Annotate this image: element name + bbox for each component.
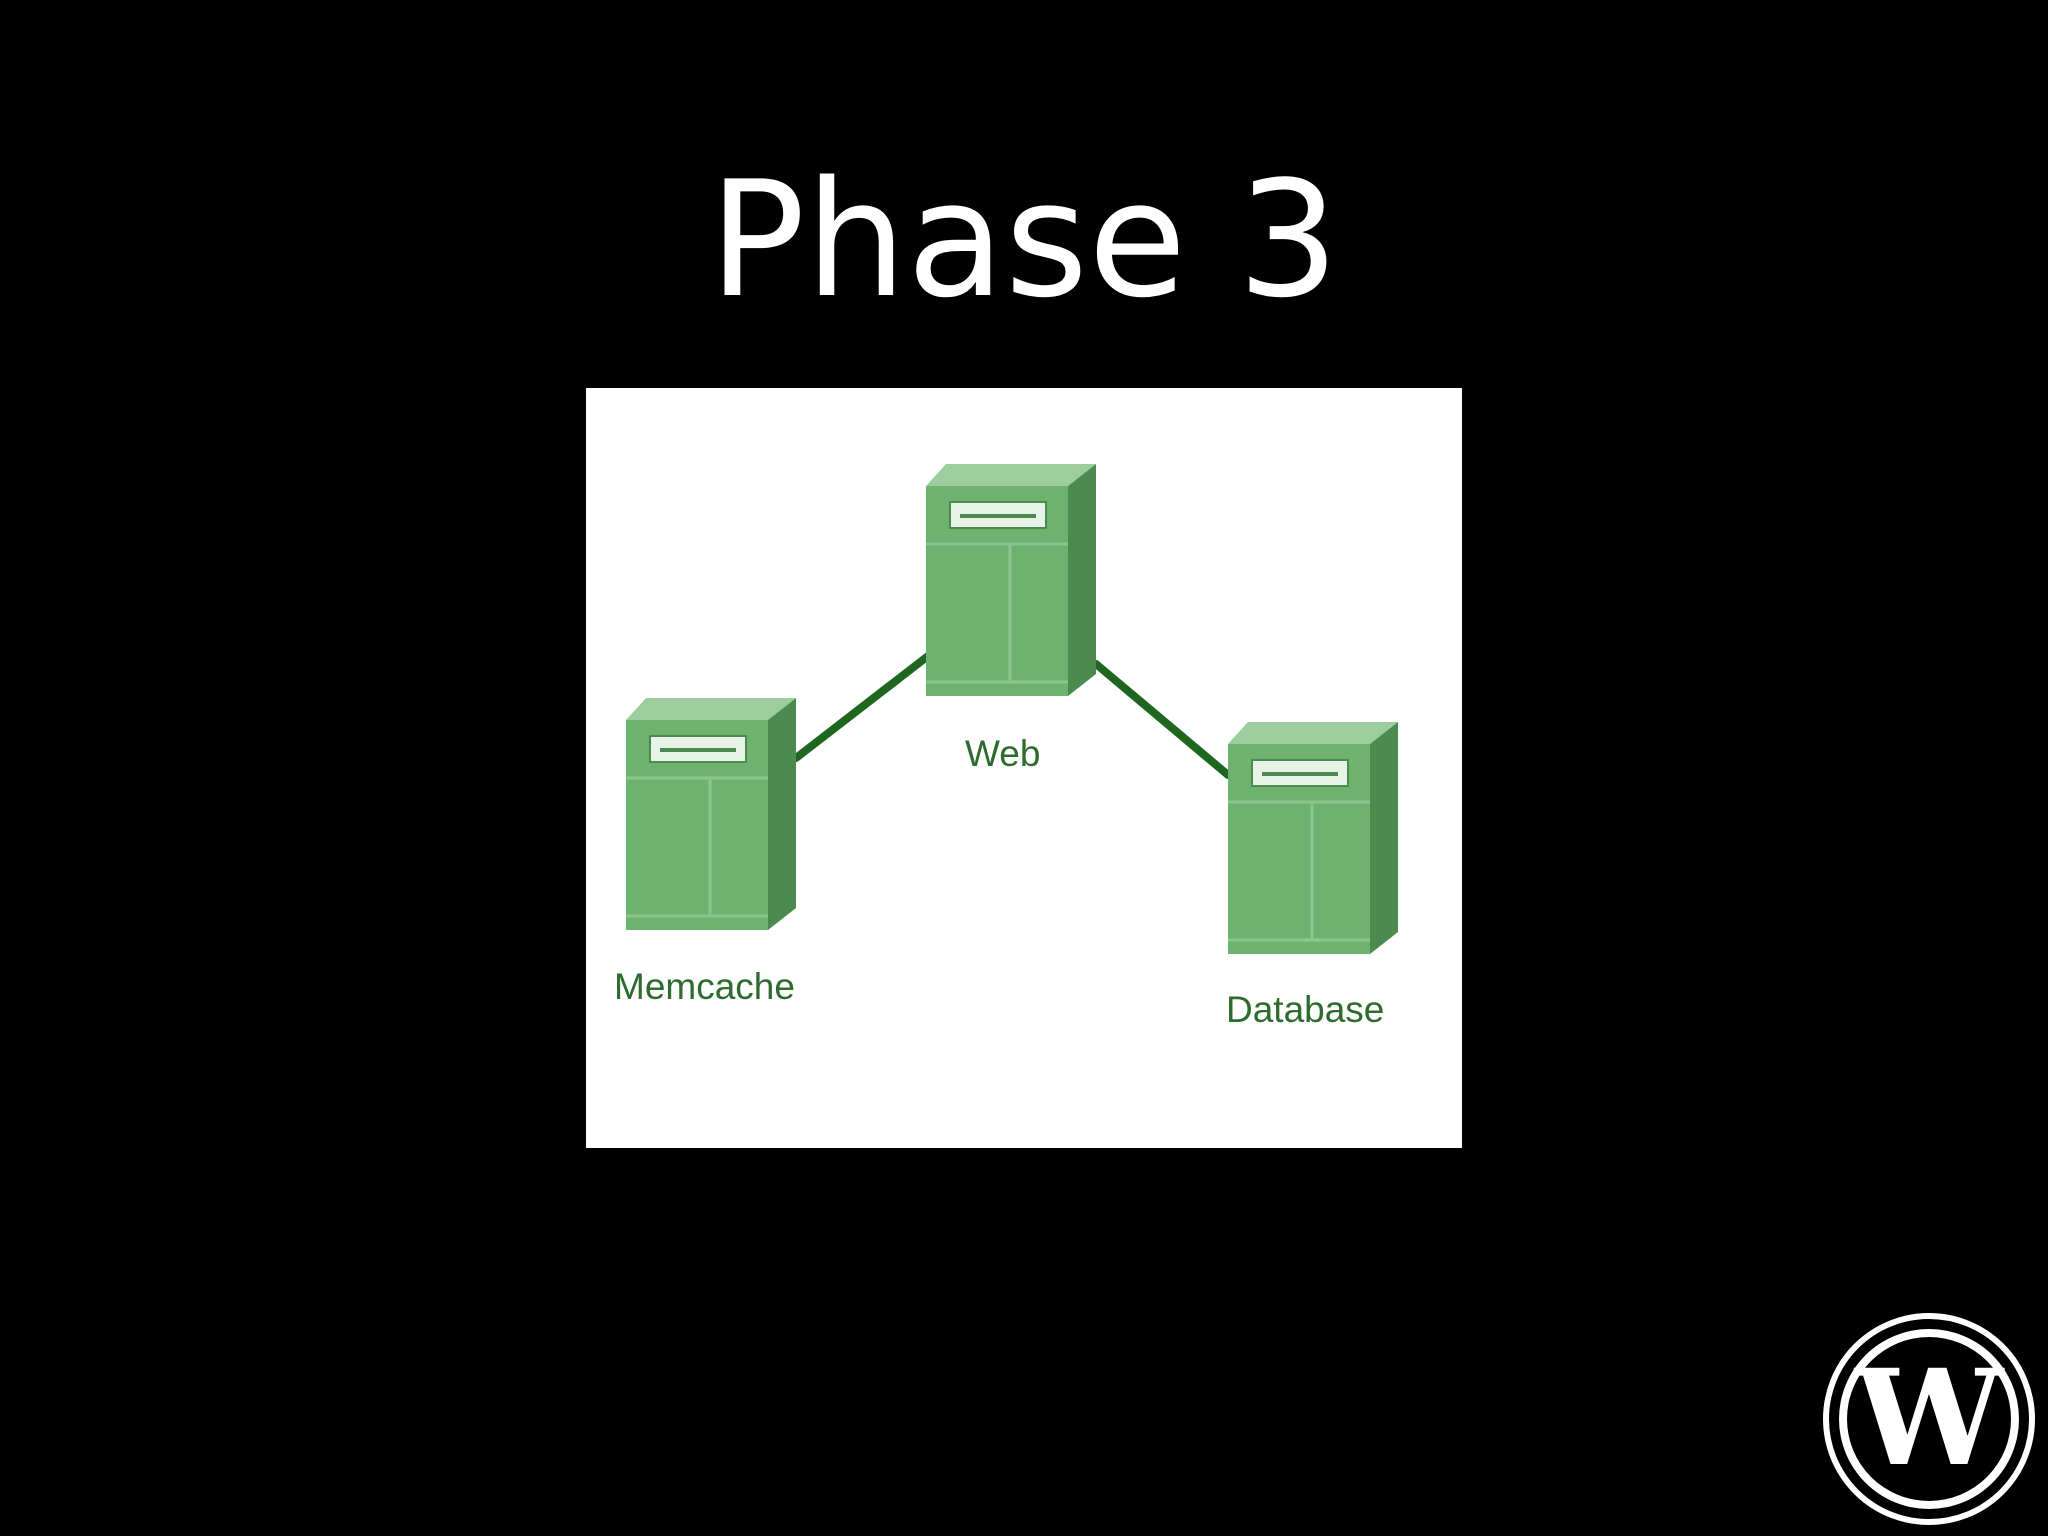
diagram-canvas: Web Memcache Database <box>614 464 1398 1030</box>
server-label-memcache: Memcache <box>614 966 795 1007</box>
server-icon <box>626 698 796 930</box>
server-label-web: Web <box>965 733 1040 774</box>
architecture-diagram: Web Memcache Database <box>586 388 1462 1148</box>
server-label-database: Database <box>1226 989 1384 1030</box>
server-icon <box>1228 722 1398 954</box>
connector-web-database <box>1092 660 1232 779</box>
svg-text:W: W <box>1853 1341 2005 1496</box>
wordpress-logo-icon: W <box>1822 1312 2036 1526</box>
server-icon <box>926 464 1096 696</box>
connector-memcache-web <box>792 652 932 762</box>
slide-title: Phase 3 <box>708 146 1340 333</box>
